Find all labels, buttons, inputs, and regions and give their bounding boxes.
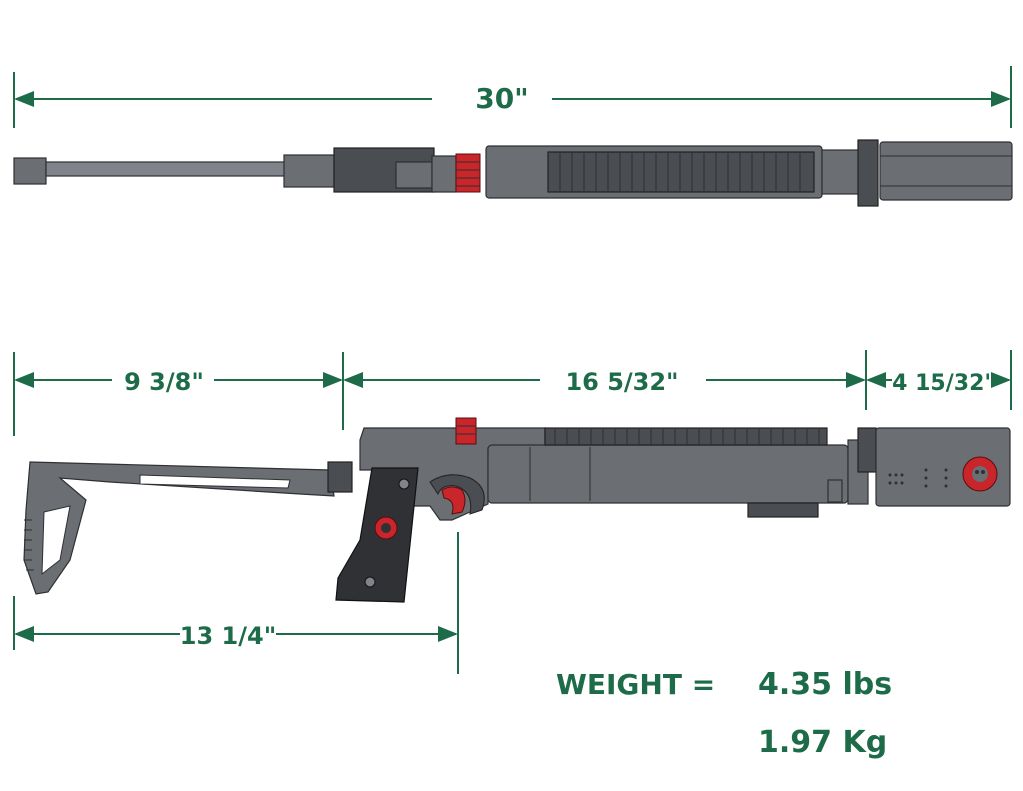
stock-cutout (139, 474, 291, 489)
weight-block: WEIGHT = 4.35 lbs 1.97 Kg (556, 667, 892, 760)
barrel-end-cap (13, 157, 47, 185)
front-latch (827, 479, 843, 503)
trigger-red (441, 486, 466, 515)
charging-knob-red (455, 417, 477, 445)
suppressor-top (879, 141, 1013, 201)
side-view-deployed: 9 3/8" 16 5/32" 4 15/32" (13, 350, 1012, 674)
top-picatinny-rail (544, 427, 828, 446)
overall-length-label: 30" (475, 82, 529, 115)
rail-slots (559, 152, 801, 192)
stock-hinge-block (283, 154, 335, 188)
grip-skull-gear-logo (374, 516, 398, 540)
suppressor-vent-dots (888, 468, 948, 488)
top-rail (547, 151, 815, 193)
stock-hinge (327, 461, 353, 493)
stock-length-label: 9 3/8" (124, 368, 204, 396)
grip-screw-top (398, 478, 410, 490)
bottom-rail-section (747, 502, 819, 518)
weight-label: WEIGHT = (556, 668, 715, 701)
weight-lbs: 4.35 lbs (758, 667, 892, 702)
receiver-side-plate (395, 161, 433, 189)
stock-butt-cutout (41, 505, 71, 576)
stock-butt-serrations (24, 519, 34, 571)
suppressor-length-label: 4 15/32" (892, 371, 996, 396)
grip-screw-bottom (364, 576, 376, 588)
front-cap-top (821, 149, 863, 195)
top-rail-teeth (554, 428, 820, 445)
folded-stock-rod (45, 161, 287, 177)
receiver-rear-block (431, 155, 457, 193)
trigger-guard (429, 474, 485, 515)
suppressor-mount-top (857, 139, 879, 207)
suppressor-skull-gear-logo (962, 456, 998, 492)
grip-to-stock-label: 13 1/4" (180, 622, 276, 650)
body-length-label: 16 5/32" (565, 368, 678, 396)
main-tube (487, 444, 849, 504)
top-view-folded: 30" (13, 66, 1013, 207)
weight-kg: 1.97 Kg (758, 725, 887, 760)
suppressor-mount (857, 427, 877, 473)
